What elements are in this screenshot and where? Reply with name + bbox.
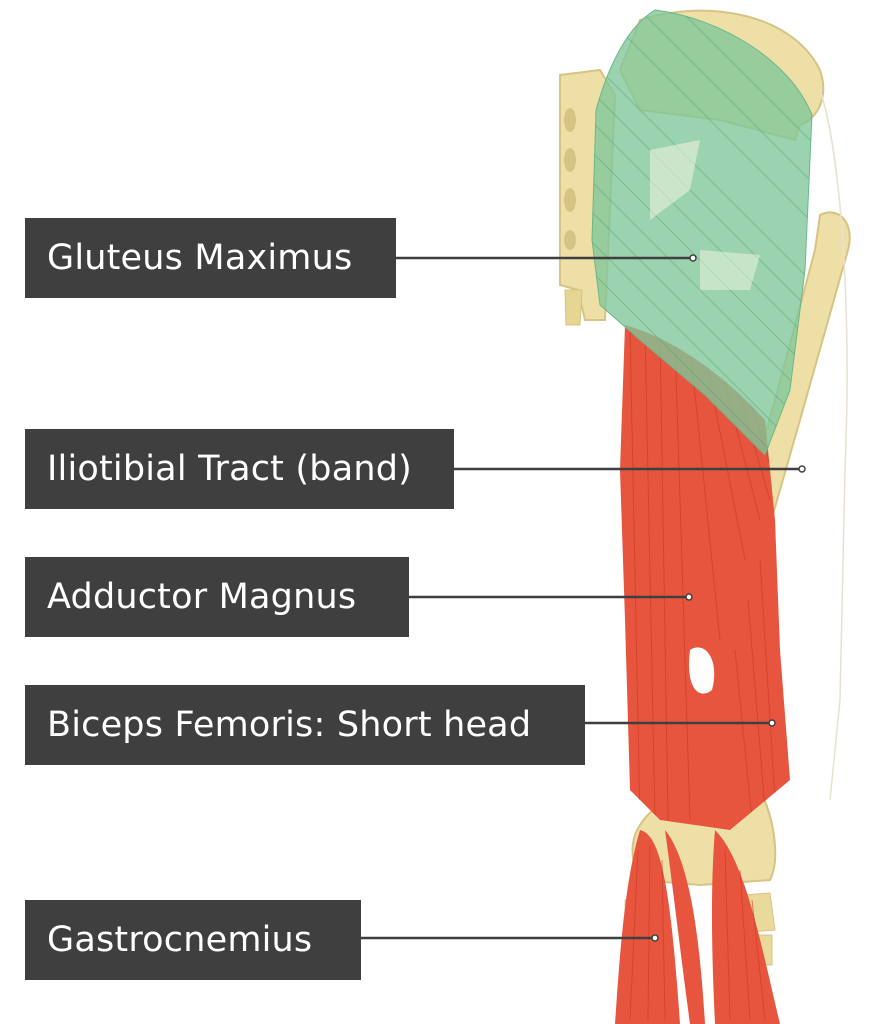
leader-dot-gluteus-maximus <box>689 254 697 262</box>
label-biceps-femoris-short-head: Biceps Femoris: Short head <box>25 685 585 765</box>
iliotibial-band-outline <box>819 89 848 801</box>
label-adductor-magnus: Adductor Magnus <box>25 557 409 637</box>
leader-dot-gastrocnemius <box>651 934 659 942</box>
gluteus-maximus-muscle <box>591 9 813 456</box>
leader-lines <box>361 256 801 940</box>
leader-dot-biceps-femoris <box>768 719 776 727</box>
leader-dot-adductor-magnus <box>685 593 693 601</box>
leader-dots <box>651 254 806 942</box>
leader-dot-iliotibial-tract <box>798 465 806 473</box>
label-gastrocnemius: Gastrocnemius <box>25 900 361 980</box>
label-gluteus-maximus: Gluteus Maximus <box>25 218 396 298</box>
gastrocnemius-muscle <box>615 830 780 1024</box>
label-iliotibial-tract: Iliotibial Tract (band) <box>25 429 454 509</box>
